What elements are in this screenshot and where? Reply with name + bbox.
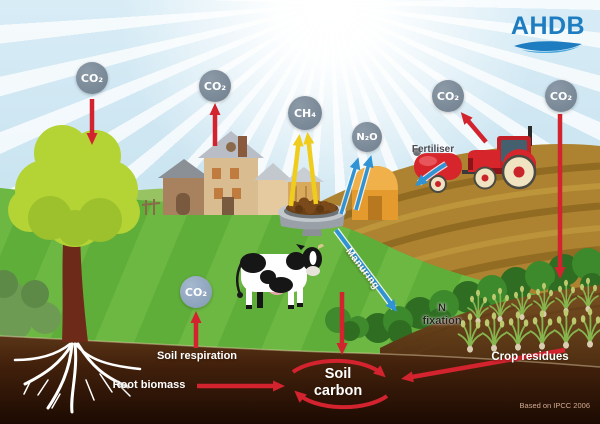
soil-carbon-label: Soil carbon — [286, 366, 390, 399]
left-bushes — [0, 270, 61, 340]
soil-carbon-line1: Soil — [324, 366, 352, 382]
soil-carbon-cycle-arrows — [291, 358, 389, 410]
co2-bubble-right: CO₂ — [545, 80, 577, 112]
tractor — [468, 126, 537, 190]
n-fixation-line2: fixation — [422, 314, 462, 327]
foreground-bushes — [325, 307, 369, 341]
arrow-crop-residues — [401, 347, 566, 383]
fertiliser-label: Fertiliser — [411, 144, 455, 155]
arrow-fertiliser — [415, 161, 448, 187]
arrow-manure-to-ch4 — [288, 132, 319, 207]
n2o-bubble: N₂O — [352, 122, 382, 152]
co2-bubble-tractor: CO₂ — [432, 80, 464, 112]
ahdb-logo-text: AHDB — [510, 12, 586, 40]
farmhouse — [141, 131, 324, 215]
n-fixation-line1: N — [438, 302, 446, 314]
ahdb-logo: AHDB — [508, 14, 588, 54]
attribution-label: Based on IPCC 2006 — [519, 401, 590, 410]
arrow-tractor-to-co2 — [460, 112, 488, 144]
ch4-bubble: CH₄ — [288, 96, 322, 130]
cow — [236, 244, 324, 309]
tree — [8, 125, 140, 342]
soil-respiration-label: Soil respiration — [156, 350, 238, 362]
arrow-soil-to-n2o — [338, 155, 374, 215]
co2-bubble-soil-respiration: CO₂ — [180, 276, 212, 308]
crop-residues-label: Crop residues — [491, 351, 569, 363]
n-fixation-label: N fixation — [410, 302, 474, 327]
root-biomass-label: Root biomass — [112, 379, 186, 391]
tree-roots — [13, 342, 142, 414]
arrow-manuring — [333, 228, 397, 313]
ahdb-wave-icon — [514, 41, 582, 54]
co2-bubble-house: CO₂ — [199, 70, 231, 102]
flow-arrows — [86, 99, 566, 410]
co2-bubble-tree: CO₂ — [76, 62, 108, 94]
soil-carbon-line2: carbon — [313, 382, 363, 399]
